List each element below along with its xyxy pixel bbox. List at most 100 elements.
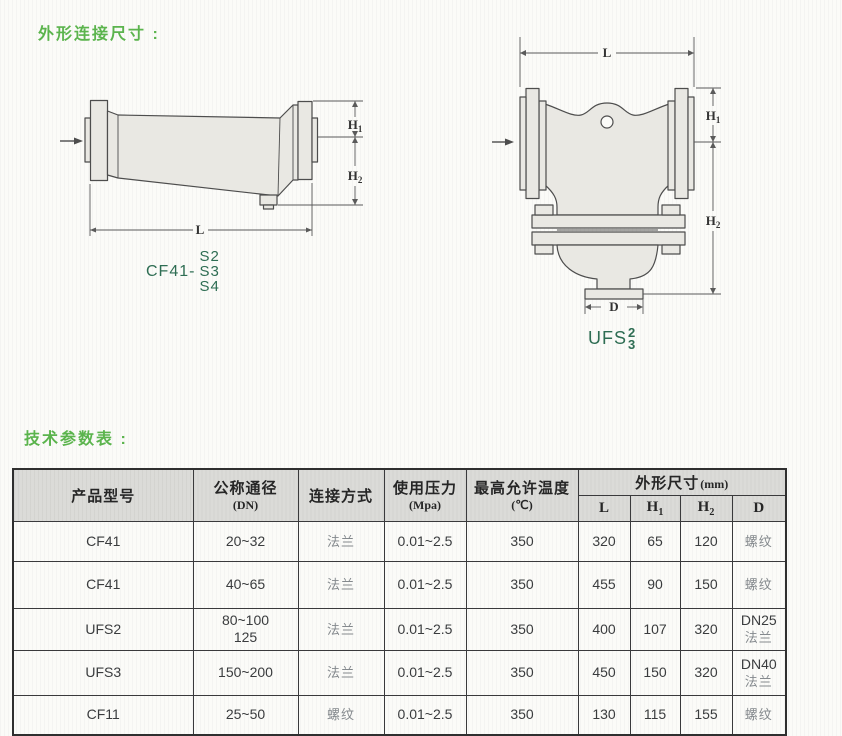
col-header-H2: H2 — [679, 494, 733, 522]
table-cell-temp: 350 — [465, 649, 579, 696]
table-cell-conn: 法兰 — [297, 520, 385, 562]
col-header-H1: H1 — [629, 494, 681, 522]
flow-arrow-icon — [60, 137, 83, 145]
col-header-pressure: 使用压力 (Mpa) — [383, 468, 467, 522]
table-cell-temp: 350 — [465, 560, 579, 609]
table-cell-l: 400 — [577, 607, 631, 651]
table-cell-h1: 150 — [629, 649, 681, 696]
drain-boss — [259, 194, 278, 206]
table-cell-dn: 20~32 — [192, 520, 299, 562]
table-cell-conn: 螺纹 — [297, 694, 385, 736]
table-cell-h2: 155 — [679, 694, 733, 736]
left-flange — [525, 87, 540, 200]
section-title-parameters: 技术参数表 : — [24, 431, 128, 448]
ufs-model-label: UFS 2 3 — [588, 325, 636, 351]
drain-plug — [262, 204, 275, 210]
table-cell-model: CF41 — [12, 520, 194, 562]
table-cell-h2: 120 — [679, 520, 733, 562]
table-cell-d: 螺纹 — [731, 520, 787, 562]
flow-arrow-icon — [492, 138, 514, 146]
table-cell-d: 螺纹 — [731, 694, 787, 736]
right-flange — [297, 100, 313, 181]
bolt-nut-left — [534, 244, 554, 255]
cf41-model-variants: S2 S3 S4 — [199, 248, 220, 295]
dim-label-d: D — [609, 299, 618, 314]
right-raised-face — [667, 100, 676, 191]
left-pipe-cap — [84, 117, 92, 163]
left-pipe-cap — [519, 96, 527, 191]
dimension-lines — [89, 100, 363, 236]
bolt-head-left — [534, 204, 554, 216]
dim-label-h1: H1 — [348, 117, 363, 134]
cf41-strainer-diagram: H1 H2 L — [60, 99, 363, 237]
section-title-dimensions: 外形连接尺寸 : — [38, 26, 160, 43]
col-header-dimensions: 外形尺寸(mm) — [577, 468, 787, 496]
right-flange — [674, 87, 689, 200]
table-cell-h1: 90 — [629, 560, 681, 609]
cf41-model-label: CF41- S2 S3 S4 — [146, 249, 220, 294]
table-cell-temp: 350 — [465, 694, 579, 736]
dimension-lines — [519, 37, 721, 314]
col-header-L: L — [577, 494, 631, 522]
ufs-model-prefix: UFS — [588, 327, 627, 348]
table-cell-h2: 320 — [679, 649, 733, 696]
drain-flange — [584, 288, 644, 300]
col-header-connection: 连接方式 — [297, 468, 385, 522]
table-cell-pressure: 0.01~2.5 — [383, 607, 467, 651]
lifting-lug-hole — [600, 115, 614, 129]
table-cell-dn: 150~200 — [192, 649, 299, 696]
right-pipe-cap — [687, 96, 695, 191]
table-cell-conn: 法兰 — [297, 560, 385, 609]
cover-flange-lower — [531, 231, 686, 246]
table-cell-conn: 法兰 — [297, 607, 385, 651]
dim-label-h1: H1 — [706, 108, 721, 125]
cf41-model-prefix: CF41- — [146, 262, 196, 280]
cover-flange-upper — [531, 214, 686, 229]
table-cell-temp: 350 — [465, 607, 579, 651]
table-cell-l: 320 — [577, 520, 631, 562]
parameters-table: 产品型号 公称通径 (DN) 连接方式 使用压力 (Mpa) 最高允许温度 (℃… — [12, 468, 787, 736]
col-header-temperature: 最高允许温度 (℃) — [465, 468, 579, 522]
col-header-dn: 公称通径 (DN) — [192, 468, 299, 522]
table-cell-model: CF11 — [12, 694, 194, 736]
table-cell-pressure: 0.01~2.5 — [383, 694, 467, 736]
table-cell-model: CF41 — [12, 560, 194, 609]
table-cell-l: 130 — [577, 694, 631, 736]
table-cell-model: UFS3 — [12, 649, 194, 696]
table-cell-h1: 107 — [629, 607, 681, 651]
left-flange — [89, 99, 109, 182]
table-cell-conn: 法兰 — [297, 649, 385, 696]
table-cell-dn: 40~65 — [192, 560, 299, 609]
dim-label-l: L — [603, 45, 612, 60]
ufs-strainer-diagram: L H1 H2 D — [492, 37, 721, 314]
table-cell-model: UFS2 — [12, 607, 194, 651]
strainer-cone-body — [106, 104, 299, 197]
table-cell-l: 455 — [577, 560, 631, 609]
table-cell-h2: 150 — [679, 560, 733, 609]
table-cell-temp: 350 — [465, 520, 579, 562]
table-cell-pressure: 0.01~2.5 — [383, 520, 467, 562]
col-header-product: 产品型号 — [12, 468, 194, 522]
dim-label-l: L — [196, 222, 205, 237]
table-cell-l: 450 — [577, 649, 631, 696]
dim-label-h2: H2 — [348, 168, 363, 185]
ufs-model-variants: 2 3 — [628, 325, 637, 352]
bottom-dome — [556, 244, 659, 290]
dimension-arrows — [520, 50, 716, 310]
table-cell-pressure: 0.01~2.5 — [383, 649, 467, 696]
strainer-body — [544, 102, 670, 216]
table-cell-h2: 320 — [679, 607, 733, 651]
bolt-head-right — [661, 204, 681, 216]
dim-label-h2: H2 — [706, 213, 721, 230]
bolt-nut-right — [661, 244, 681, 255]
